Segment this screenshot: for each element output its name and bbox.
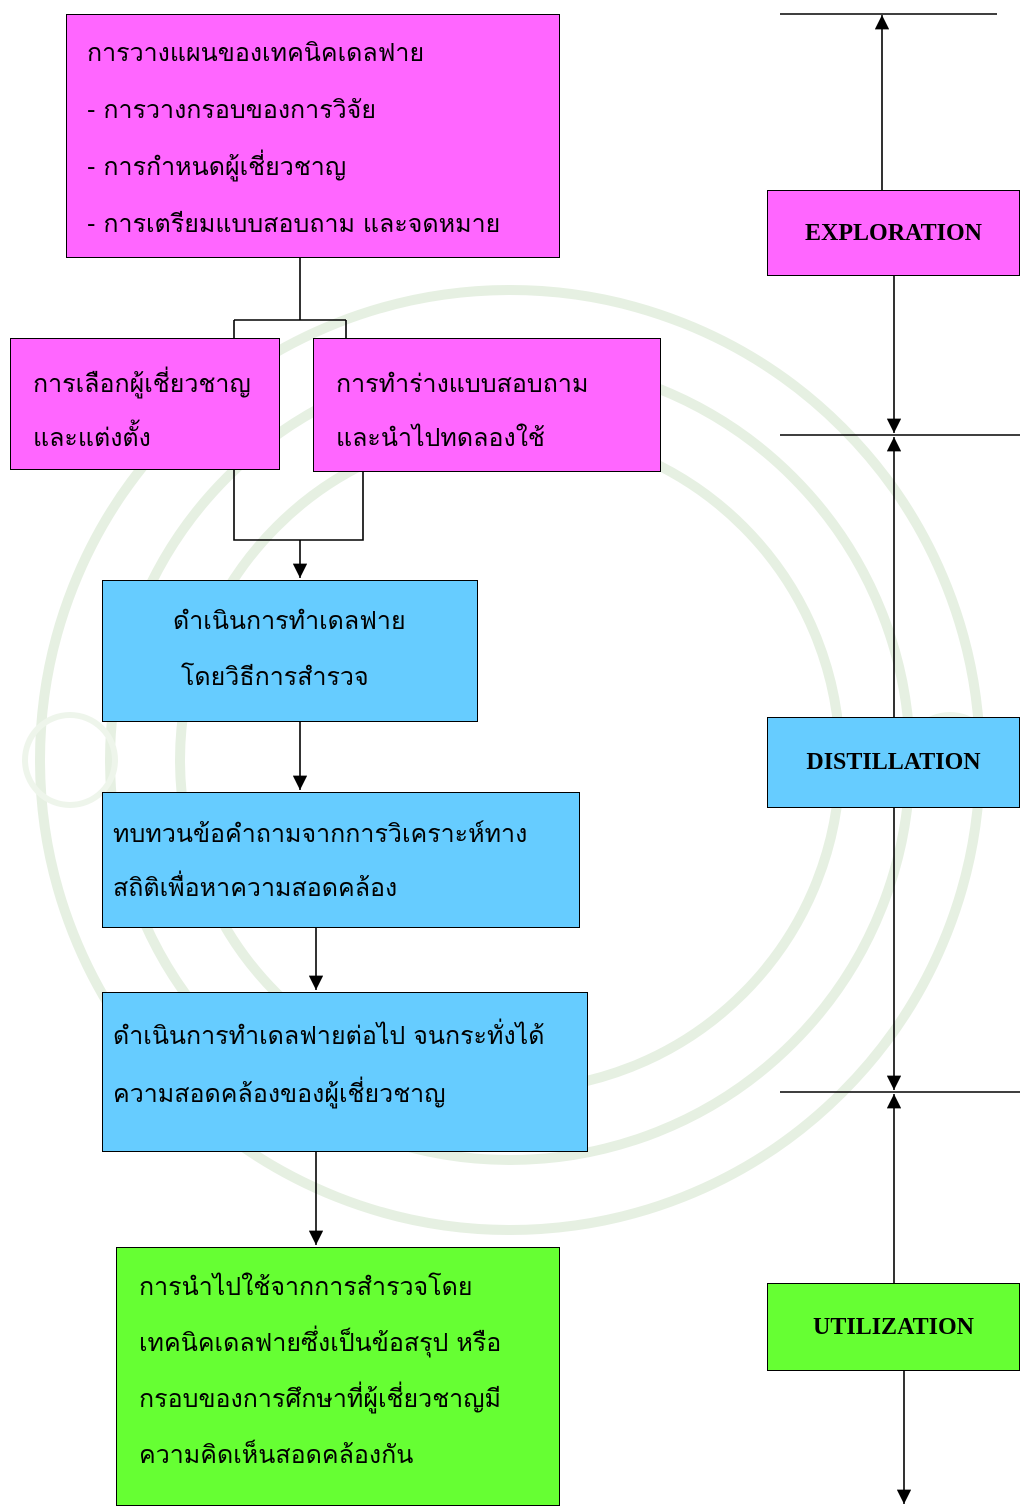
draft-questionnaire-line: การทำร่างแบบสอบถาม — [336, 369, 589, 398]
continue-delphi-box: ดำเนินการทำเดลฟายต่อไป จนกระทั่งได้ ความ… — [102, 992, 588, 1152]
select-experts-line: และแต่งตั้ง — [33, 423, 151, 452]
review-questions-line: ทบทวนข้อคำถามจากการวิเคราะห์ทาง — [113, 819, 528, 848]
utilization-line: กรอบของการศึกษาที่ผู้เชี่ยวชาญมี — [139, 1384, 501, 1413]
utilization-line: ความคิดเห็นสอดคล้องกัน — [139, 1440, 414, 1469]
utilization-line: เทคนิคเดลฟายซึ่งเป็นข้อสรุป หรือ — [139, 1328, 502, 1357]
conduct-delphi-line: ดำเนินการทำเดลฟาย — [173, 606, 406, 635]
conduct-delphi-line: โดยวิธีการสำรวจ — [181, 662, 369, 691]
phase-distillation-label: DISTILLATION — [806, 749, 981, 775]
phase-utilization: UTILIZATION — [767, 1283, 1020, 1371]
conduct-delphi-box: ดำเนินการทำเดลฟาย โดยวิธีการสำรวจ — [102, 580, 478, 722]
phase-utilization-label: UTILIZATION — [813, 1313, 974, 1340]
continue-delphi-line: ความสอดคล้องของผู้เชี่ยวชาญ — [113, 1079, 446, 1108]
draft-questionnaire-line: และนำไปทดลองใช้ — [336, 423, 545, 452]
planning-item: - การเตรียมแบบสอบถาม และจดหมาย — [87, 209, 501, 238]
utilization-box: การนำไปใช้จากการสำรวจโดย เทคนิคเดลฟายซึ่… — [116, 1247, 560, 1506]
phase-exploration-label: EXPLORATION — [805, 219, 982, 246]
review-questions-line: สถิติเพื่อหาความสอดคล้อง — [113, 873, 398, 902]
planning-item: - การกำหนดผู้เชี่ยวชาญ — [87, 152, 347, 181]
draft-questionnaire-box: การทำร่างแบบสอบถาม และนำไปทดลองใช้ — [313, 338, 661, 472]
planning-box: การวางแผนของเทคนิคเดลฟาย - การวางกรอบของ… — [66, 14, 560, 258]
continue-delphi-line: ดำเนินการทำเดลฟายต่อไป จนกระทั่งได้ — [113, 1021, 545, 1050]
select-experts-box: การเลือกผู้เชี่ยวชาญ และแต่งตั้ง — [10, 338, 280, 470]
phase-distillation: DISTILLATION — [767, 717, 1020, 808]
planning-item: - การวางกรอบของการวิจัย — [87, 95, 376, 124]
phase-exploration: EXPLORATION — [767, 190, 1020, 276]
utilization-line: การนำไปใช้จากการสำรวจโดย — [139, 1272, 473, 1301]
select-experts-line: การเลือกผู้เชี่ยวชาญ — [33, 369, 251, 398]
review-questions-box: ทบทวนข้อคำถามจากการวิเคราะห์ทาง สถิติเพื… — [102, 792, 580, 928]
planning-title: การวางแผนของเทคนิคเดลฟาย — [87, 38, 425, 67]
